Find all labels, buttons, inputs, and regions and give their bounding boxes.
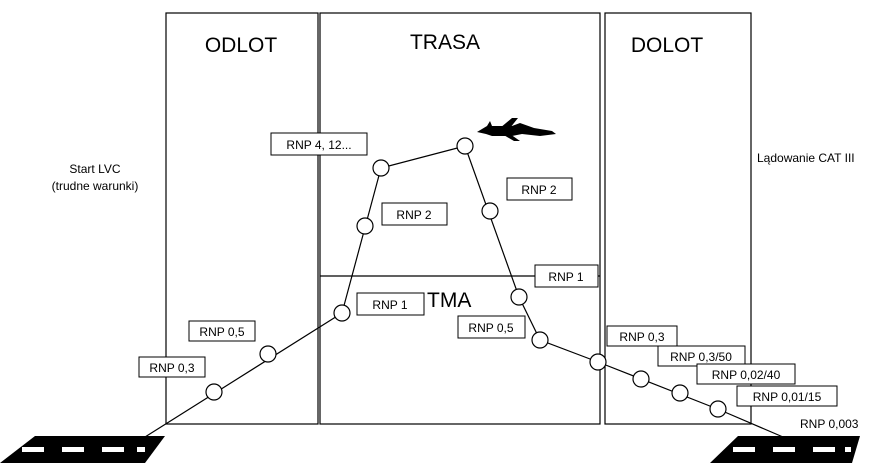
waypoint-marker: [710, 401, 726, 417]
waypoint-marker: [672, 385, 688, 401]
rnp-label: RNP 0,02/40: [712, 368, 781, 382]
rnp-label: RNP 0,3: [619, 330, 664, 344]
waypoint-marker: [532, 332, 548, 348]
rnp-label: RNP 0,5: [468, 321, 513, 335]
waypoint-marker: [482, 203, 498, 219]
rnp-label: RNP 0,01/15: [753, 390, 822, 404]
waypoint-marker: [511, 289, 527, 305]
waypoint-marker: [206, 384, 222, 400]
rnp-label-final: RNP 0,003: [800, 417, 859, 431]
rnp-label: RNP 0,3/50: [670, 350, 732, 364]
tma-title: TMA: [427, 289, 471, 312]
rnp-label: RNP 0,3: [149, 361, 194, 375]
rnp-label: RNP 2: [396, 208, 431, 222]
rnp-label: RNP 0,5: [199, 325, 244, 339]
rnp-label: RNP 4, 12...: [286, 138, 351, 152]
waypoint-marker: [590, 354, 606, 370]
waypoint-marker: [373, 160, 389, 176]
aircraft-icon: [477, 118, 556, 141]
departure-title: ODLOT: [205, 34, 278, 57]
enroute-title: TRASA: [410, 31, 480, 54]
waypoint-marker: [457, 138, 473, 154]
rnp-label: RNP 2: [521, 183, 556, 197]
start-conditions-note: (trudne warunki): [52, 179, 139, 193]
runway-icon: [0, 436, 165, 463]
arrival-title: DOLOT: [631, 34, 704, 57]
waypoint-marker: [334, 305, 350, 321]
waypoint-marker: [633, 371, 649, 387]
rnp-label: RNP 1: [372, 298, 407, 312]
rnp-label: RNP 1: [548, 270, 583, 284]
waypoint-marker: [260, 346, 276, 362]
start-lvc-note: Start LVC: [69, 162, 120, 176]
waypoint-marker: [357, 218, 373, 234]
runway-icon: [710, 436, 860, 463]
landing-cat3-note: Lądowanie CAT III: [757, 151, 855, 165]
